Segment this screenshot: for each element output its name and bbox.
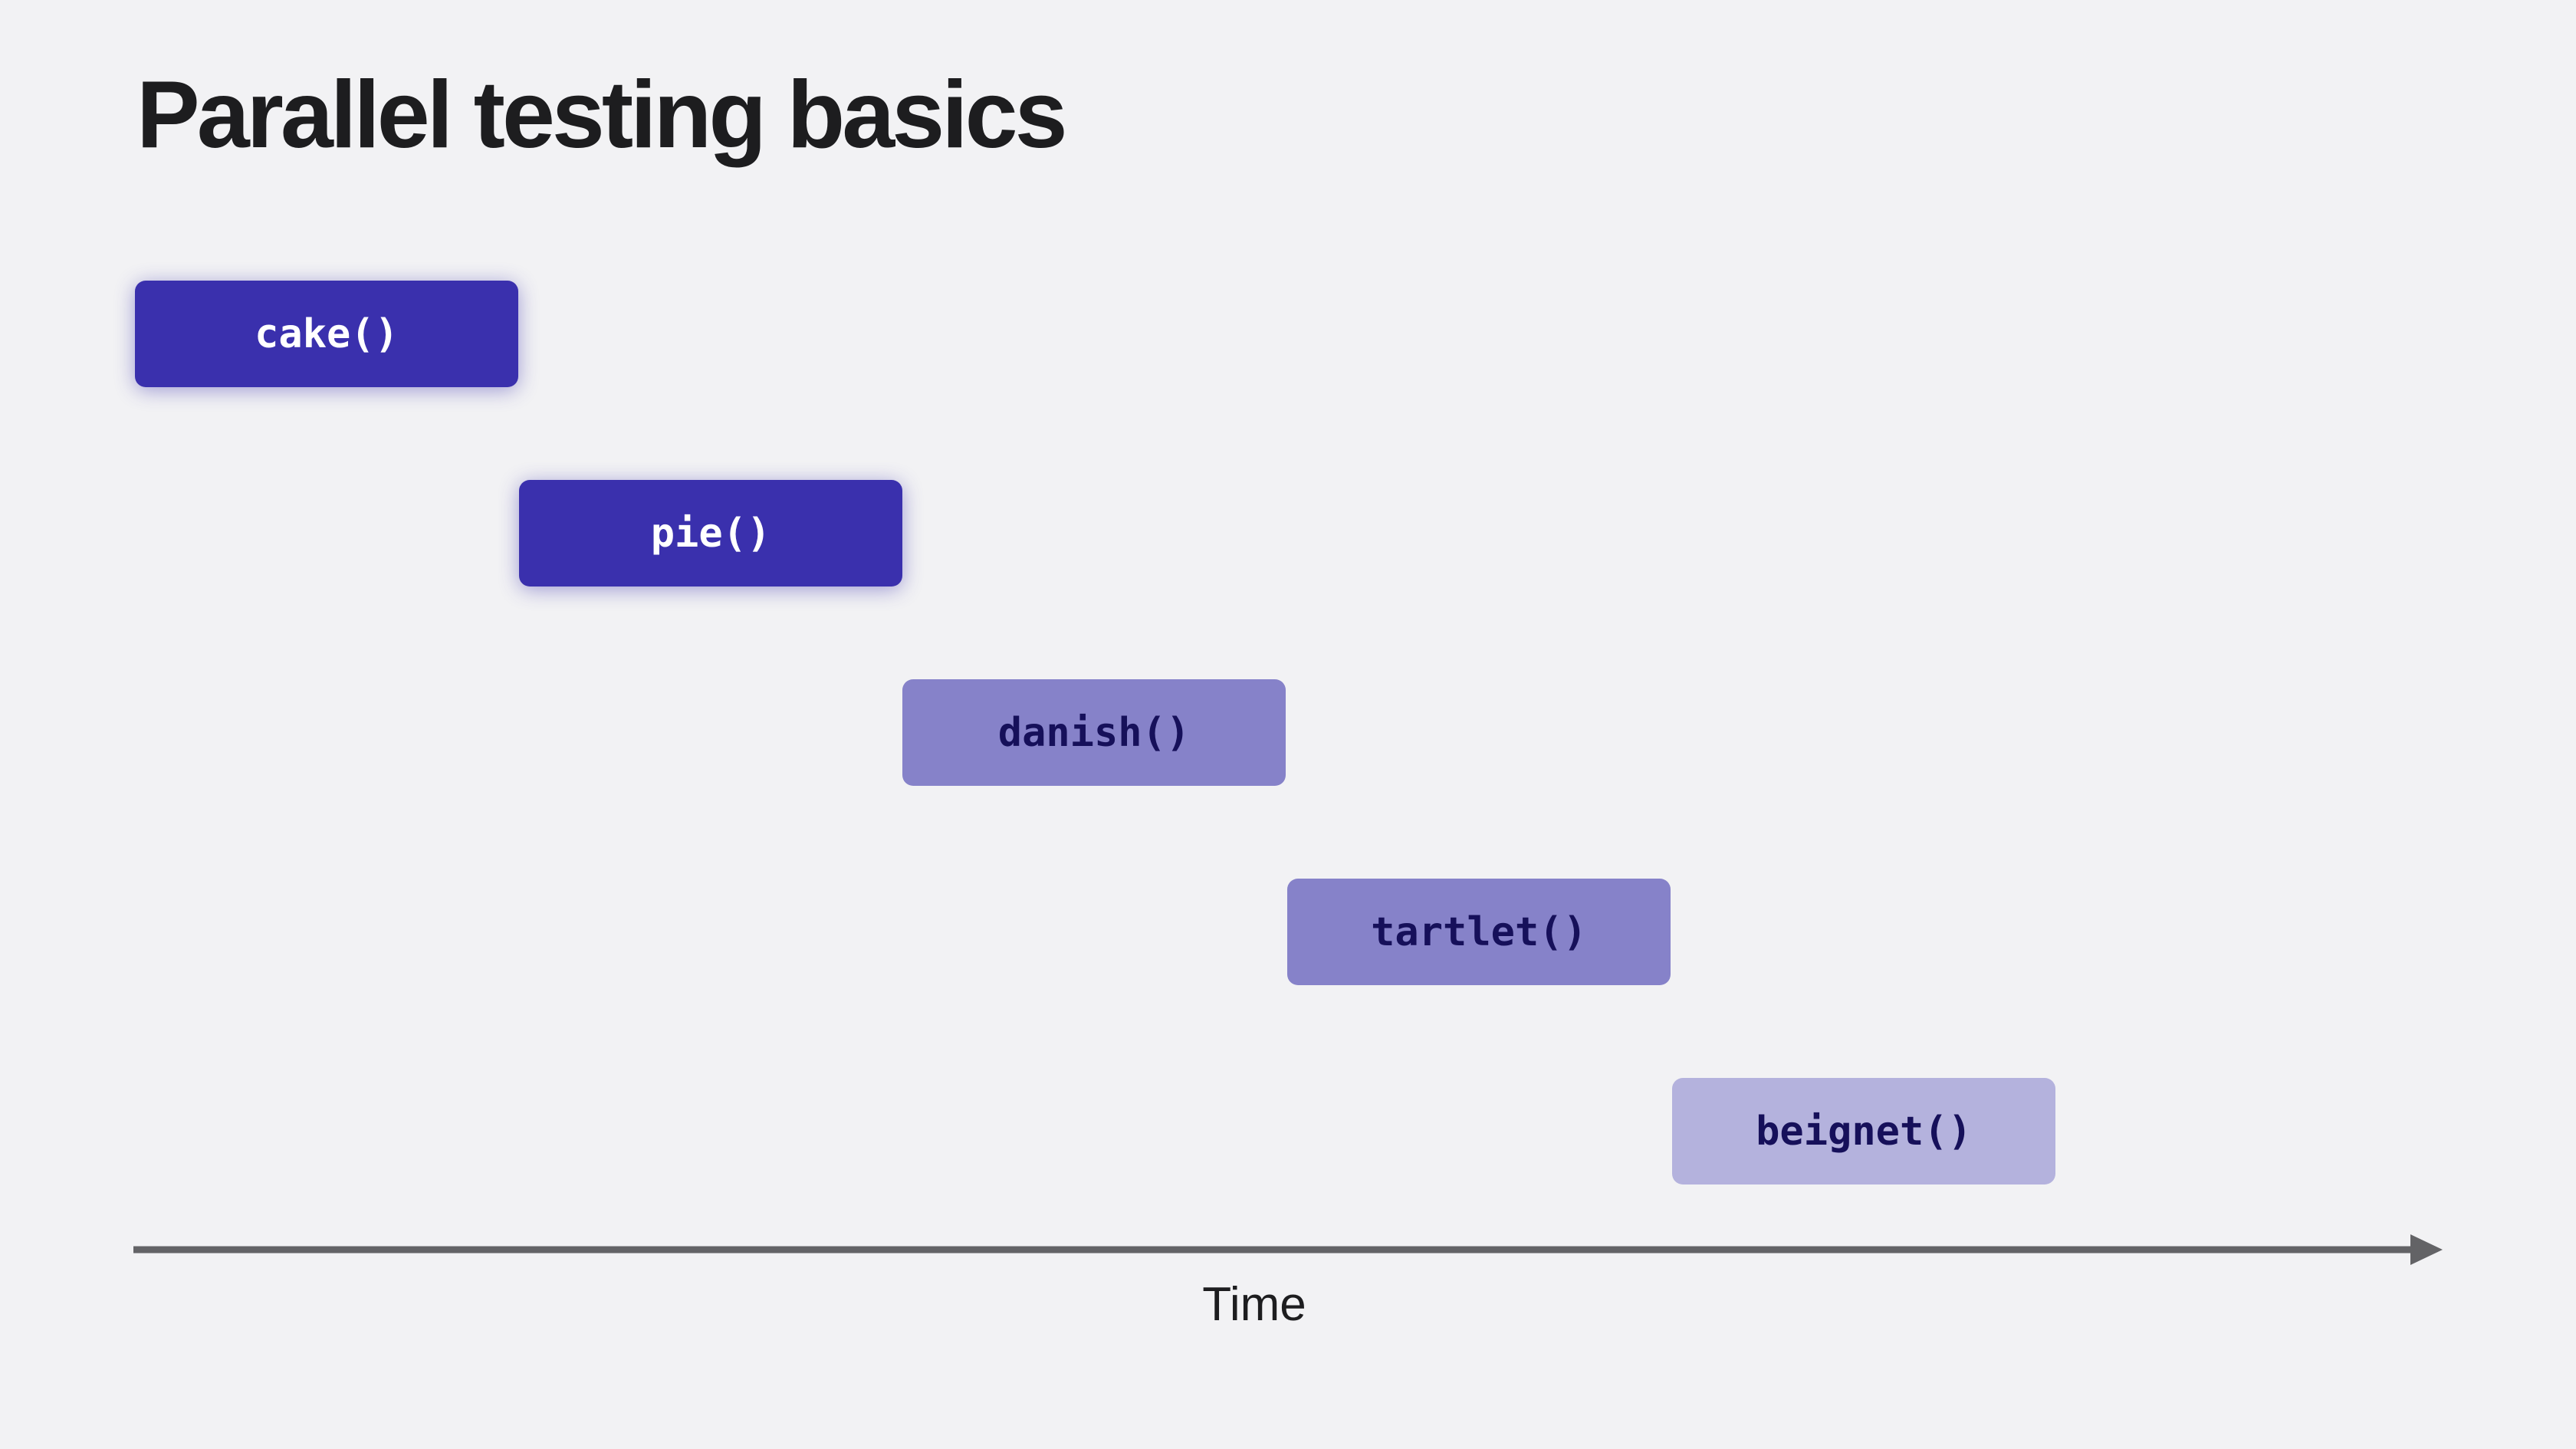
time-axis [133,1234,2443,1265]
task-label: pie() [650,510,771,557]
task-label: cake() [255,310,399,357]
task-box-pie: pie() [519,480,902,586]
task-box-danish: danish() [902,679,1286,786]
task-box-tartlet: tartlet() [1287,879,1671,985]
task-box-cake: cake() [135,281,518,387]
slide-title: Parallel testing basics [136,62,1068,168]
task-label: tartlet() [1371,909,1587,955]
task-box-beignet: beignet() [1672,1078,2055,1184]
task-label: danish() [997,709,1191,756]
task-label: beignet() [1756,1108,1972,1155]
time-axis-label: Time [1202,1278,1306,1331]
arrow-right-icon [2410,1234,2443,1265]
